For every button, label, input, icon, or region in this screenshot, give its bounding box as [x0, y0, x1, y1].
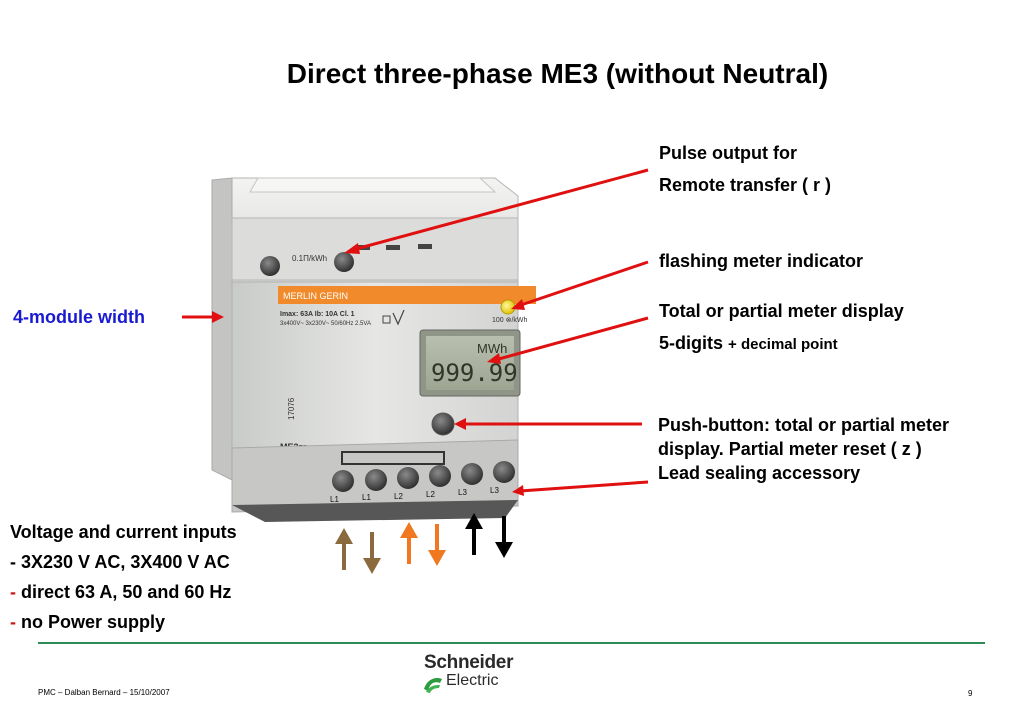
pointer-head-push: [454, 418, 466, 430]
pointer-head-width: [212, 311, 224, 323]
arrow-l1-out-head: [363, 558, 381, 574]
arrow-l3-out-head: [495, 542, 513, 558]
terminal-screw-3: [397, 467, 419, 489]
terminal-label-1: L1: [330, 495, 339, 504]
callout-meter-display: Total or partial meter display 5-digits …: [659, 295, 904, 361]
callout-push-button: Push-button: total or partial meter disp…: [658, 413, 949, 485]
pointer-head-pulse: [344, 243, 360, 254]
arrow-l2-in-head: [400, 522, 418, 538]
terminal-label-4: L2: [426, 490, 435, 499]
led-constant-label: 100 ⊗/kWh: [492, 317, 528, 324]
meter-side-left: [211, 177, 233, 481]
terminal-label-2: L1: [362, 493, 371, 502]
lcd-reading: 999.99: [431, 359, 518, 387]
meter-top-cap: [249, 177, 497, 193]
terminal-screw-1: [332, 470, 354, 492]
callout-flashing-indicator: flashing meter indicator: [659, 251, 864, 271]
inputs-description: Voltage and current inputs - 3X230 V AC,…: [10, 517, 237, 637]
terminal-screw-2: [365, 469, 387, 491]
terminal-label-3: L2: [394, 492, 403, 501]
callout-lead-sealing: Lead sealing accessory: [658, 463, 861, 483]
pulse-terminal-screw-2: [334, 252, 354, 272]
arrow-l2-out-head: [428, 550, 446, 566]
pulse-terminal-screw-1: [260, 256, 280, 276]
meter-bottom-shadow: [232, 500, 518, 522]
class-square-icon: [382, 315, 391, 324]
rating-line-1: Imax: 63A Ib: 10A Cl. 1: [280, 311, 355, 318]
logo-text-bottom: Electric: [446, 672, 499, 689]
inputs-line1: - 3X230 V AC, 3X400 V AC: [10, 552, 230, 572]
callout-push-line1: Push-button: total or partial meter: [658, 415, 950, 435]
arrow-l1-in-head: [335, 528, 353, 544]
brand-strip: [278, 286, 536, 304]
inputs-line2-text: direct 63 A, 50 and 60 Hz: [16, 582, 232, 602]
terminal-label-5: L3: [458, 488, 467, 497]
meter-upper-strip: [231, 217, 519, 281]
inputs-line2-dash: -: [10, 582, 16, 602]
check-mark-icon: [392, 309, 405, 326]
terminal-label-6: L3: [490, 486, 499, 495]
logo-text-top: Schneider: [424, 652, 514, 673]
terminal-screw-6: [493, 461, 515, 483]
lcd-unit: MWh: [477, 341, 507, 356]
pointer-line-display: [494, 316, 649, 362]
callout-pulse-line2: Remote transfer ( r ): [659, 175, 832, 195]
serial-number: 17076: [287, 397, 296, 420]
callout-display-digits: 5-digits: [659, 333, 724, 353]
callout-pulse-line1: Pulse output for: [659, 143, 797, 163]
footer-author-date: PMC – Dalban Bernard – 15/10/2007: [38, 688, 170, 697]
inputs-line3-dash: -: [10, 612, 16, 632]
inputs-line2: - direct 63 A, 50 and 60 Hz: [10, 577, 237, 607]
pointer-line-pulse: [351, 168, 649, 252]
schneider-electric-logo: Schneider Electric: [424, 652, 514, 693]
brand-name: MERLIN GERIN: [283, 291, 348, 301]
arrow-l3-in-head: [465, 513, 483, 529]
inputs-heading: Voltage and current inputs: [10, 522, 237, 542]
footer-divider: [38, 642, 985, 644]
callout-pulse-output: Pulse output for Remote transfer ( r ): [659, 137, 831, 201]
callout-display-line2: 5-digits + decimal point: [659, 327, 904, 361]
callout-module-width: 4-module width: [13, 307, 145, 327]
pulse-output-label: 0.1Π/kWh: [292, 254, 327, 263]
page-title: Direct three-phase ME3 (without Neutral): [286, 58, 829, 89]
phase-arrows: [335, 513, 513, 574]
callout-display-line1: Total or partial meter display: [659, 301, 904, 321]
callout-push-line2: display. Partial meter reset ( z ): [658, 439, 922, 459]
inputs-line3: - no Power supply: [10, 607, 237, 637]
logo-mark-icon: [424, 678, 442, 693]
flashing-led-indicator: [500, 299, 516, 315]
upper-bar-3: [418, 244, 432, 249]
inputs-line3-text: no Power supply: [16, 612, 166, 632]
pointer-line-flashing: [517, 260, 649, 308]
pointer-head-display: [487, 353, 501, 364]
pointer-head-flashing: [511, 299, 525, 310]
page-number: 9: [968, 689, 973, 698]
pointer-line-lead: [519, 480, 649, 493]
callout-display-decimal: + decimal point: [728, 336, 838, 353]
terminal-screw-4: [429, 465, 451, 487]
upper-bar-2: [386, 245, 400, 250]
push-button[interactable]: [431, 412, 455, 436]
rating-line-2: 3x400V~ 3x230V~ 50/60Hz 2.5VA: [280, 321, 371, 327]
terminal-screw-5: [461, 463, 483, 485]
seal-cover: [341, 451, 445, 465]
pointer-head-lead: [512, 485, 524, 496]
